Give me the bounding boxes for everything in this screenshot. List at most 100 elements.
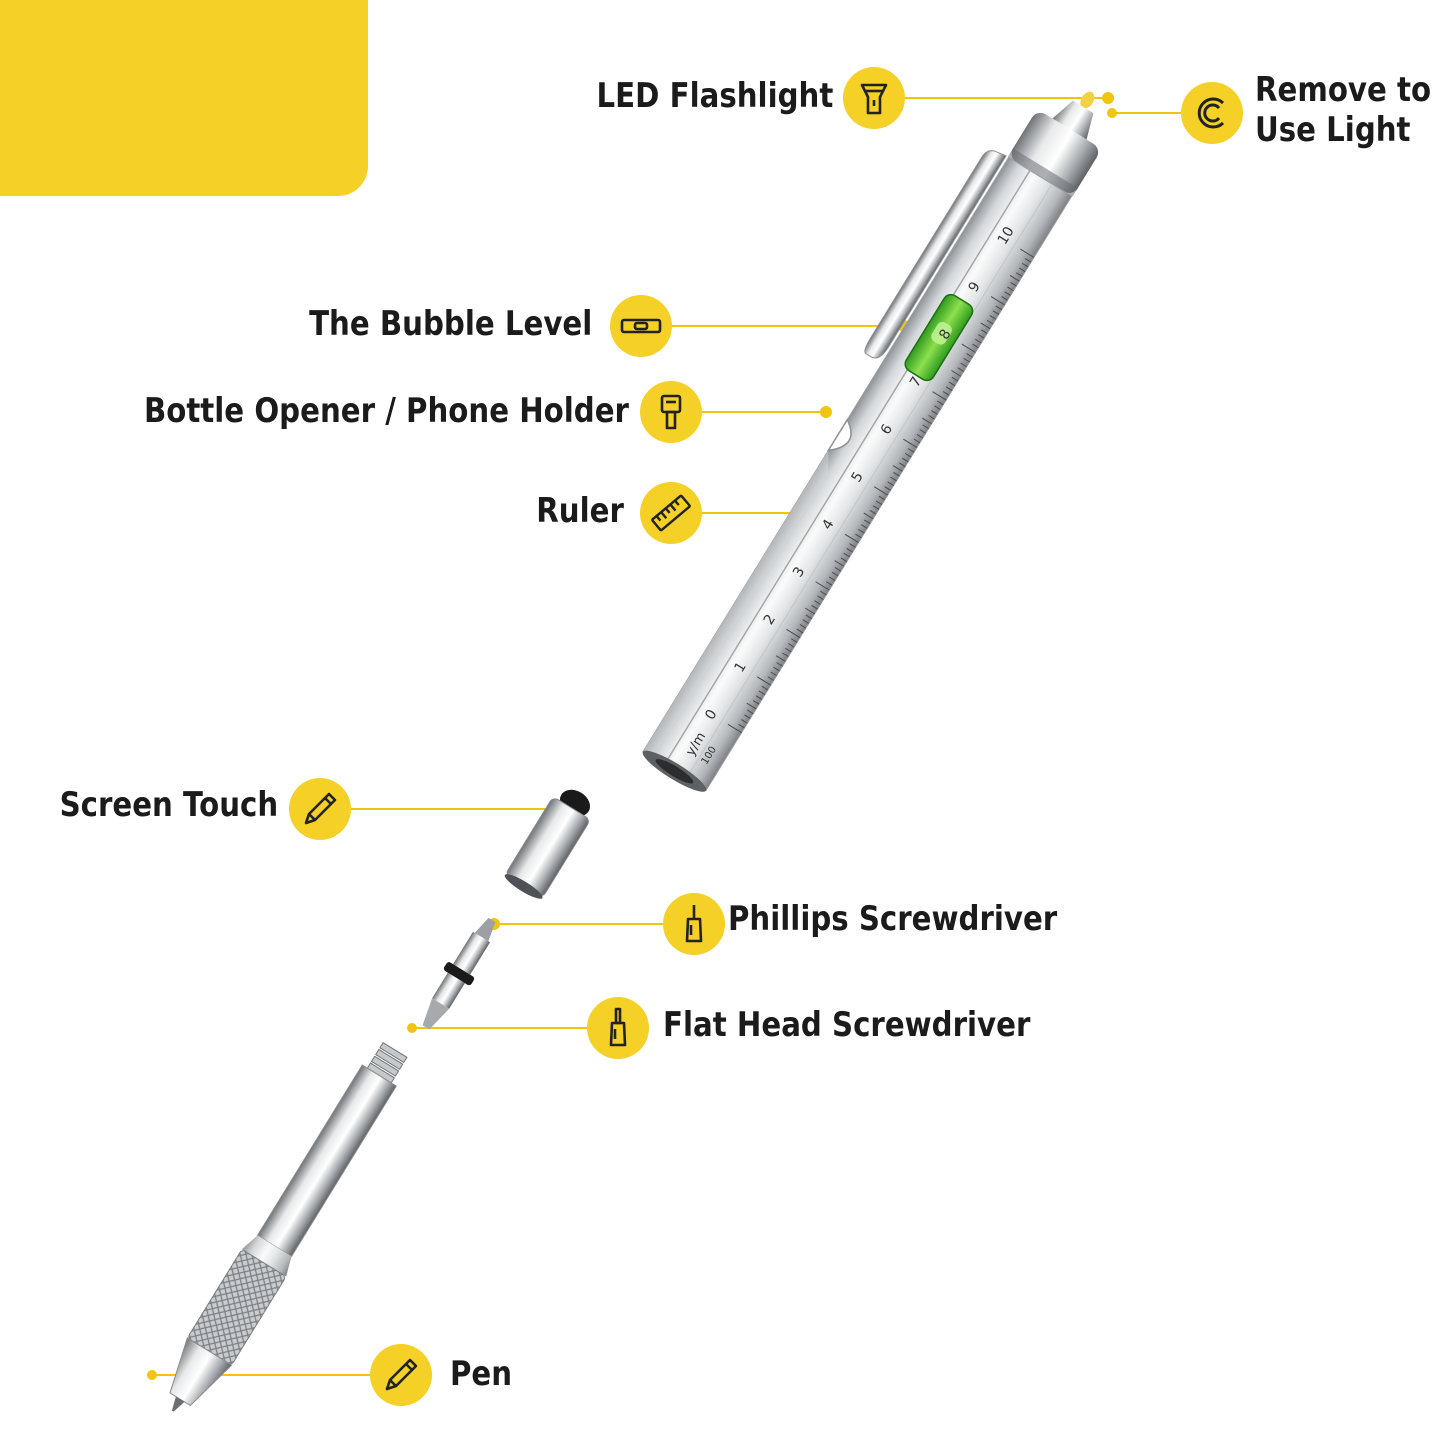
ruler-tick [843,552,851,558]
ruler-tick [815,581,830,591]
ruler-tick [1007,286,1014,292]
ruler-tick [873,486,889,496]
ruler-tick [913,438,921,444]
dot-pen [147,1370,157,1380]
ruler-tick [747,709,754,715]
ruler-tick [811,605,818,610]
label-pen: Pen [450,1354,513,1394]
label-flat-head-screwdriver: Flat Head Screwdriver [663,1005,1031,1045]
ruler-tick [846,548,853,553]
ruler-tick [773,666,780,672]
ruler-tick [907,448,915,453]
stylus-piece [504,789,591,899]
ruler-tick [928,414,935,420]
label-led-flashlight: LED Flashlight [596,76,833,116]
ruler-tick [975,338,982,344]
pocket-clip [864,150,1007,359]
ruler-tick [758,690,766,696]
ruler-tick [802,619,810,624]
ruler-tick [1009,275,1020,282]
ruler-tick [844,533,859,544]
ruler-tick [825,581,833,586]
screen-touch-badge [289,778,351,840]
ruler-tick [855,533,862,539]
led-tip [1080,91,1095,109]
dot-cap [1107,108,1117,118]
light-cap-neck [1052,100,1094,140]
ruler-tick [875,500,883,506]
ruler-tick [989,315,997,320]
ruler-tick [805,607,815,615]
led-flashlight-badge [843,67,905,129]
flat-head-screwdriver-badge [587,997,649,1059]
ruler-tick [761,685,769,691]
ruler-tick [770,671,777,677]
remove-cap-badge [1181,82,1243,144]
ruler-tick [796,628,804,634]
label-screen-touch: Screen Touch [59,785,278,825]
ruler-tick [849,543,856,548]
ruler-tick [805,614,813,620]
ruler-tick [1024,258,1032,263]
ruler-tick [922,424,929,429]
ruler-tick [864,519,871,525]
ruler-tick [775,655,786,662]
label-ruler: Ruler [536,491,624,531]
ruler-tick [919,429,927,434]
ruler-tick [893,471,900,477]
ruler-tick [916,433,924,439]
ruler-tick [872,505,880,510]
ruler-tick [902,457,909,463]
ruler-tick [828,576,836,582]
label-bubble-level: The Bubble Level [308,304,592,344]
ruler-tick [1020,248,1035,258]
ruler-tick [727,723,742,734]
bubble-level-badge [610,295,672,357]
ruler-tick [814,600,821,605]
ruler-tick [799,624,807,629]
ruler-tick [995,305,1003,311]
ruler-tick [1016,272,1023,277]
ruler-tick [937,400,944,406]
light-cap [1011,112,1099,193]
ruler-tick [738,723,745,729]
opener-icon [660,394,682,430]
ruler-tick [878,495,886,501]
ruler-tick [921,417,932,425]
label-remove-to-use-light-line1: Remove to [1255,70,1432,110]
ruler-tick [899,462,906,467]
label-phillips-screwdriver: Phillips Screwdriver [728,899,1058,939]
ruler-tick [990,296,1005,306]
ruler-tick [980,322,991,330]
ruler-tick [932,391,947,401]
ruler-tick [790,638,798,643]
phillips-screwdriver-badge [663,893,725,955]
pen-icon [385,1358,418,1391]
ruler-tick [1018,267,1026,273]
ruler-tick [1021,262,1029,268]
ruler-tick [978,334,985,339]
flat-screwdriver-icon [609,1007,627,1047]
ruler-tick [820,590,827,596]
ruler-tick [957,367,965,372]
ruler-tick [786,628,801,639]
ruler-tick [960,362,967,368]
bottle-opener-notch [826,418,852,452]
ruler-tick [951,376,959,382]
ruler-tick [767,676,775,681]
cap-icon [1197,97,1225,129]
ruler-tick [741,719,748,724]
ruler-tick [858,529,865,534]
ruler-tick [787,643,795,648]
ruler-tick [746,702,757,710]
ruler-tick [869,509,877,515]
pen-lower-barrel [169,1041,408,1412]
ruler-badge [640,482,702,544]
ruler-tick [963,357,970,363]
ruler-tick [890,476,897,482]
ruler-tick [951,370,962,377]
ruler-tick [904,452,912,458]
bit-o-ring [443,962,475,986]
